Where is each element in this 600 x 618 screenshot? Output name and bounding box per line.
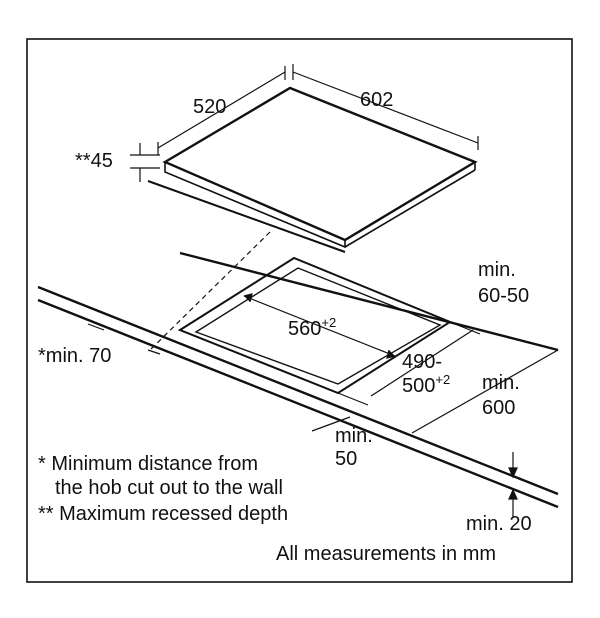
hob-side-edge (164, 162, 346, 249)
rear-min-label-1: min. (478, 259, 516, 281)
wall-distance-dimension (87, 323, 161, 355)
cutout-depth-label-1: 490- (402, 351, 442, 373)
recess-line (147, 180, 346, 253)
hob-width-dimension (292, 64, 479, 150)
cutout-depth-label-2: 500+2 (402, 372, 450, 397)
front-min-label-2: 600 (482, 397, 515, 419)
projection-line (147, 231, 271, 353)
front-distance-dimension (411, 349, 559, 434)
hob-width-label: 602 (360, 89, 393, 111)
recess-depth-label: **45 (75, 150, 113, 172)
hob-front-edge (344, 169, 476, 248)
cutout-width-dimension (243, 293, 396, 359)
note-max-recess: ** Maximum recessed depth (38, 503, 288, 525)
note-min-distance-1: * Minimum distance from (38, 453, 258, 475)
side-min-label-2: 50 (335, 448, 357, 470)
note-min-distance-2: the hob cut out to the wall (55, 477, 283, 499)
rear-min-label-2: 60-50 (478, 285, 529, 307)
diagram-frame (26, 38, 573, 583)
side-min-label-1: min. (335, 425, 373, 447)
cutout-depth-dimension (337, 321, 481, 406)
units-note: All measurements in mm (276, 543, 496, 565)
hob-depth-label: 520 (193, 96, 226, 118)
worktop (37, 251, 559, 509)
side-distance-dimension (311, 416, 351, 432)
wall-distance-label: *min. 70 (38, 345, 111, 367)
front-min-label-1: min. (482, 372, 520, 394)
worktop-thickness-label: min. 20 (466, 513, 532, 535)
hob-depth-dimension (157, 66, 286, 155)
recess-depth-dimension (130, 143, 160, 182)
hob (162, 86, 478, 249)
cutout-width-label: 560+2 (288, 315, 336, 340)
worktop-thickness-dimension (508, 452, 518, 518)
